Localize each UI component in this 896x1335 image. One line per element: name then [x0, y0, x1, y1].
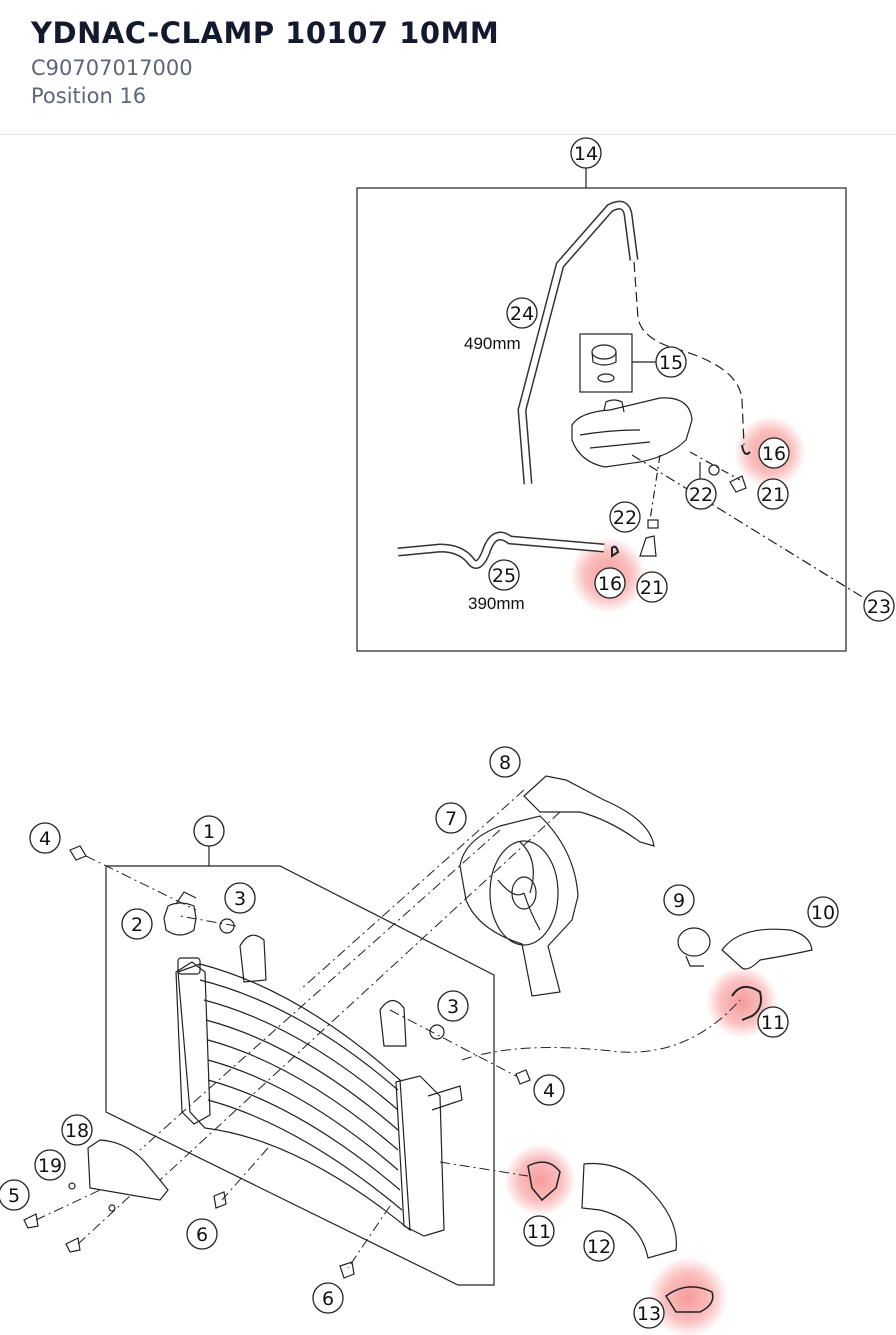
leader-lines [35, 789, 741, 1269]
callout-21-lower-text: 21 [640, 577, 664, 599]
callout-3-lower[interactable] [437, 990, 469, 1022]
callout-6-upper-text: 6 [196, 1224, 208, 1246]
callout-22-right-text: 22 [689, 484, 713, 506]
callout-15[interactable] [655, 346, 687, 378]
highlight-11-lower [504, 1144, 576, 1216]
callout-11-lower-text: 11 [527, 1221, 551, 1243]
callout-11-upper[interactable] [757, 1006, 789, 1038]
callout-11-upper-text: 11 [761, 1012, 785, 1034]
callout-8-text: 8 [499, 752, 511, 774]
callout-22-lower[interactable] [609, 501, 641, 533]
callout-21-right[interactable] [757, 478, 789, 510]
callout-25-text: 25 [492, 565, 516, 587]
callout-4-right-text: 4 [543, 1080, 555, 1102]
callout-23-text: 23 [867, 596, 891, 618]
callout-1[interactable] [193, 815, 225, 847]
highlight-13 [648, 1257, 728, 1335]
callout-2[interactable] [121, 908, 153, 940]
callout-24[interactable] [506, 297, 538, 329]
callout-19[interactable] [34, 1149, 66, 1181]
callout-12-text: 12 [587, 1236, 611, 1258]
page-header: YDNAC-CLAMP 10107 10MM C90707017000 Posi… [0, 0, 896, 135]
callout-13[interactable] [633, 1297, 665, 1329]
callout-23[interactable] [863, 590, 895, 622]
part-number: C90707017000 [31, 56, 193, 80]
callout-4-left-text: 4 [39, 828, 51, 850]
callout-3-upper-text: 3 [234, 888, 246, 910]
expansion-tank-group [356, 167, 865, 652]
callout-21-right-text: 21 [761, 484, 785, 506]
callout-19-text: 19 [38, 1155, 62, 1177]
callout-16-lower-text: 16 [598, 573, 622, 595]
callout-4-right[interactable] [533, 1074, 565, 1106]
callout-12[interactable] [583, 1230, 615, 1262]
callout-1-text: 1 [203, 821, 215, 843]
callout-16-upper-text: 16 [762, 443, 786, 465]
radiator-group [23, 775, 813, 1313]
callout-6-lower-text: 6 [322, 1288, 334, 1310]
callout-13-text: 13 [637, 1303, 661, 1325]
callout-10-text: 10 [811, 902, 835, 924]
callout-18-text: 18 [65, 1120, 89, 1142]
part-position: Position 16 [31, 84, 147, 108]
callout-2-text: 2 [131, 914, 143, 936]
callout-6-upper[interactable] [186, 1218, 218, 1250]
callout-numbers: 14 24 15 16 22 21 22 16 21 25 23 8 7 1 4… [8, 143, 891, 1325]
callout-6-lower[interactable] [312, 1282, 344, 1314]
callout-24-text: 24 [510, 303, 534, 325]
callout-5[interactable] [0, 1179, 30, 1211]
callout-10[interactable] [807, 896, 839, 928]
callout-11-lower[interactable] [523, 1215, 555, 1247]
callout-7-text: 7 [445, 808, 457, 830]
callout-9[interactable] [663, 884, 695, 916]
hose-25-length: 390mm [468, 594, 525, 613]
callout-16-lower[interactable] [594, 567, 626, 599]
callout-22-lower-text: 22 [613, 507, 637, 529]
callout-16-upper[interactable] [758, 437, 790, 469]
callout-21-lower[interactable] [636, 571, 668, 603]
callout-9-text: 9 [673, 890, 685, 912]
callout-3-lower-text: 3 [447, 996, 459, 1018]
callout-7[interactable] [435, 802, 467, 834]
callout-5-text: 5 [8, 1185, 20, 1207]
callout-18[interactable] [61, 1114, 93, 1146]
callout-25[interactable] [488, 559, 520, 591]
callout-3-upper[interactable] [224, 882, 256, 914]
callout-8[interactable] [489, 746, 521, 778]
callout-14-text: 14 [574, 143, 598, 165]
callout-15-text: 15 [659, 352, 683, 374]
hose-24-length: 490mm [464, 334, 521, 353]
highlight-markers [504, 416, 806, 1335]
callout-14[interactable] [570, 137, 602, 169]
part-title: YDNAC-CLAMP 10107 10MM [31, 16, 500, 50]
callout-4-left[interactable] [29, 822, 61, 854]
callout-labels [0, 137, 895, 1329]
callout-22-right[interactable] [685, 478, 717, 510]
